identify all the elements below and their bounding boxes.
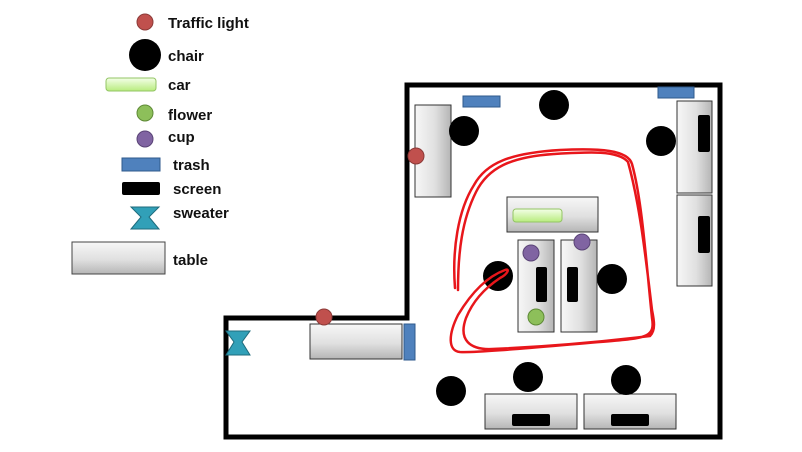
legend-label-table: table <box>173 252 208 269</box>
traffic-light-icon <box>136 13 154 31</box>
flower-icon <box>527 308 545 326</box>
screen-icon <box>611 414 649 426</box>
legend-sweater: sweater <box>129 205 229 230</box>
chair-icon <box>449 116 479 146</box>
sweater-icon <box>225 330 251 356</box>
tables <box>309 100 713 430</box>
robot-path <box>449 148 656 354</box>
legend-label-trash: trash <box>173 157 210 174</box>
trash-icon <box>403 323 416 361</box>
legend-screen: screen <box>122 181 221 198</box>
flower-icon <box>136 104 154 122</box>
chair-icon <box>436 376 466 406</box>
chairs <box>436 90 676 406</box>
screen-icon <box>536 267 547 302</box>
traffic-light-icon <box>315 308 333 326</box>
screen-icon <box>122 182 160 195</box>
trash-icon <box>462 95 501 108</box>
car-icon <box>512 208 563 223</box>
legend-car: car <box>105 77 191 94</box>
traffic-light-icon <box>407 147 425 165</box>
table-center-right <box>560 239 598 333</box>
legend-label-traffic-light: Traffic light <box>168 15 249 32</box>
legend-table: table <box>71 241 208 275</box>
legend-flower: flower <box>136 104 212 124</box>
screen-icon <box>512 414 550 426</box>
legend-label-car: car <box>168 77 191 94</box>
legend-trash: trash <box>121 157 210 174</box>
chair-icon <box>539 90 569 120</box>
screen-icon <box>698 216 710 253</box>
trash-icon <box>657 86 695 99</box>
legend-traffic-light: Traffic light <box>136 13 249 32</box>
cup-icon <box>136 130 154 148</box>
chair-icon <box>611 365 641 395</box>
room-walls <box>223 82 723 440</box>
legend-label-screen: screen <box>173 181 221 198</box>
legend-cup: cup <box>136 129 195 148</box>
cup-icon <box>573 233 591 251</box>
legend: Traffic light chair car flower cup trash… <box>71 13 249 275</box>
screens <box>512 115 710 426</box>
legend-label-chair: chair <box>168 48 204 65</box>
chair-icon <box>646 126 676 156</box>
legend-label-cup: cup <box>168 129 195 146</box>
table-left-wing <box>309 323 403 360</box>
trash-icon <box>121 157 161 172</box>
cup-icon <box>522 244 540 262</box>
sweater-icon <box>129 206 161 230</box>
car-icon <box>105 77 157 92</box>
table-top-left <box>414 104 452 198</box>
trash-items <box>403 86 695 361</box>
legend-chair: chair <box>129 39 204 71</box>
screen-icon <box>567 267 578 302</box>
chair-icon <box>513 362 543 392</box>
screen-icon <box>698 115 710 152</box>
chair-icon <box>129 39 161 71</box>
table-icon <box>71 241 166 275</box>
chair-icon <box>597 264 627 294</box>
legend-label-sweater: sweater <box>173 205 229 222</box>
legend-label-flower: flower <box>168 107 212 124</box>
